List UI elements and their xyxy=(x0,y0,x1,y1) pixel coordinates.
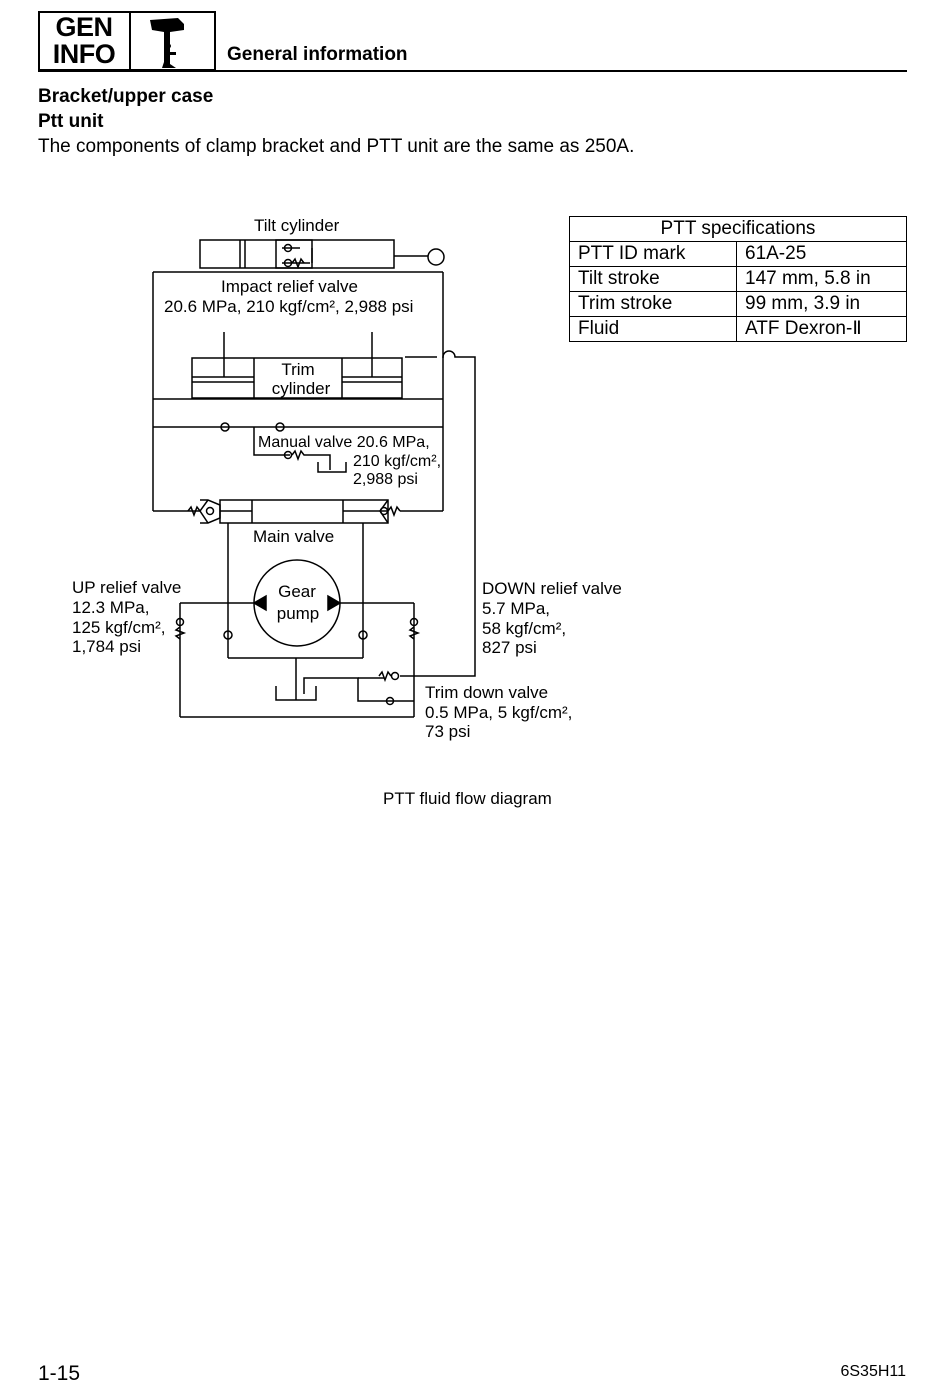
ptt-spec-table: PTT specifications PTT ID mark 61A-25 Ti… xyxy=(569,216,907,342)
spec-value: 99 mm, 3.9 in xyxy=(736,291,907,317)
gear-pump-label-1: Gear xyxy=(278,582,316,601)
spec-label: Tilt stroke xyxy=(569,266,737,292)
up-relief-label-2: 12.3 MPa, xyxy=(72,598,150,617)
tank-lines xyxy=(180,658,414,718)
gear-pump-label-2: pump xyxy=(277,604,320,623)
impact-relief-spec: 20.6 MPa, 210 kgf/cm², 2,988 psi xyxy=(164,297,413,316)
badge-line1: GEN xyxy=(55,12,113,42)
main-valve xyxy=(187,499,401,524)
spec-table-title: PTT specifications xyxy=(569,216,907,242)
diagram-caption: PTT fluid flow diagram xyxy=(383,789,552,808)
ptt-fluid-flow-diagram: Tilt cylinder Impact relief valve 20.6 M… xyxy=(72,216,622,741)
trim-cylinder xyxy=(191,332,403,399)
trim-down-label-1: Trim down valve xyxy=(425,683,548,702)
up-relief-label-4: 1,784 psi xyxy=(72,637,141,656)
hydraulic-lines xyxy=(152,271,476,677)
up-relief-label-3: 125 kgf/cm², xyxy=(72,618,166,637)
down-relief-label-2: 5.7 MPa, xyxy=(482,599,550,618)
manual-valve-label-1: Manual valve 20.6 MPa, xyxy=(258,434,430,451)
trim-down-label-3: 73 psi xyxy=(425,722,470,741)
manual-valve-label-2: 210 kgf/cm², xyxy=(353,453,441,470)
page-number: 1-15 xyxy=(38,1362,81,1385)
check-valve-icon xyxy=(220,422,230,432)
trim-cylinder-label-1: Trim xyxy=(281,360,314,379)
down-relief-label-4: 827 psi xyxy=(482,638,537,657)
spec-table-header: PTT specifications xyxy=(569,216,907,242)
heading: Bracket/upper case xyxy=(38,86,214,107)
outboard-motor-icon xyxy=(150,18,184,68)
tilt-cylinder xyxy=(199,239,445,270)
section-title: General information xyxy=(227,44,408,65)
badge-line2: INFO xyxy=(52,39,116,69)
impact-relief-title: Impact relief valve xyxy=(221,277,358,296)
spec-label: Fluid xyxy=(569,316,737,342)
main-valve-label: Main valve xyxy=(253,527,334,546)
doc-code: 6S35H11 xyxy=(840,1363,906,1380)
badge-divider xyxy=(129,11,131,71)
up-relief-valve xyxy=(174,603,187,717)
intro-paragraph: The components of clamp bracket and PTT … xyxy=(38,136,635,157)
table-row: Fluid ATF Dexron-Ⅱ xyxy=(569,316,907,342)
subheading: Ptt unit xyxy=(38,111,104,132)
manual-valve-label-3: 2,988 psi xyxy=(353,471,418,488)
section-badge-label: GEN INFO xyxy=(40,14,128,68)
check-valve-icon xyxy=(275,422,285,432)
tilt-cylinder-label: Tilt cylinder xyxy=(254,216,340,235)
down-relief-label-1: DOWN relief valve xyxy=(482,579,622,598)
spec-value: ATF Dexron-Ⅱ xyxy=(736,316,907,342)
trim-down-label-2: 0.5 MPa, 5 kgf/cm², xyxy=(425,703,572,722)
up-relief-label-1: UP relief valve xyxy=(72,578,181,597)
down-relief-label-3: 58 kgf/cm², xyxy=(482,619,566,638)
header-rule xyxy=(38,70,907,72)
down-relief-valve xyxy=(408,603,421,717)
trim-cylinder-label-2: cylinder xyxy=(272,379,331,398)
trim-down-valve xyxy=(378,670,400,706)
manual-valve xyxy=(253,427,347,473)
